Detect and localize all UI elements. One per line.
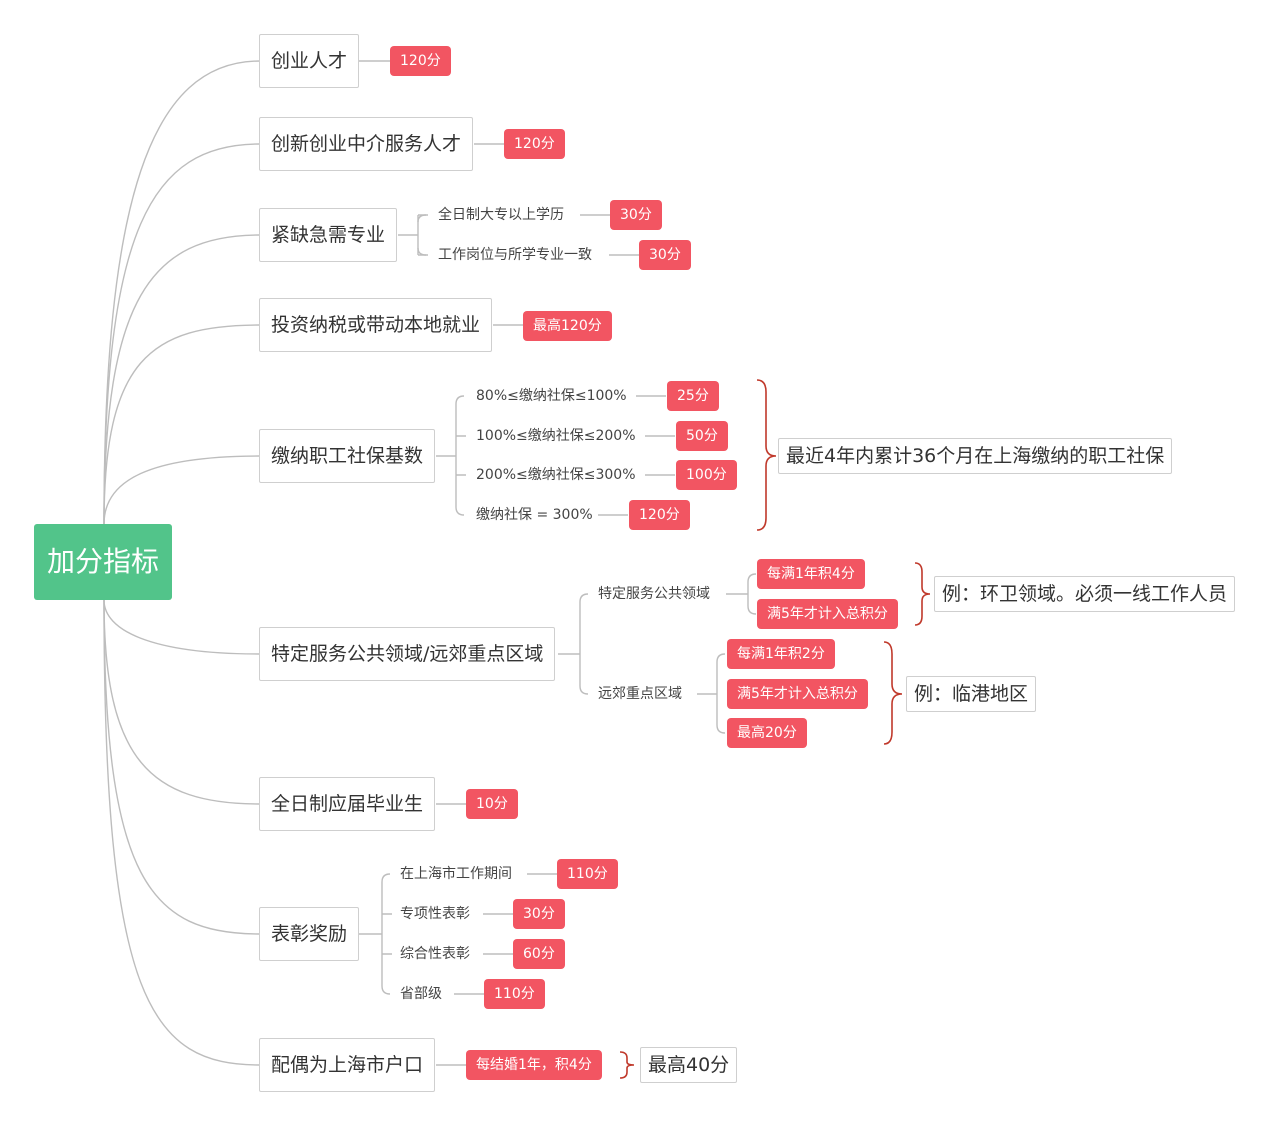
- note-social-security[interactable]: 最近4年内累计36个月在上海缴纳的职工社保: [778, 438, 1173, 474]
- score-tag-job-matches-major: 30分: [639, 240, 691, 270]
- item-ss-80-100[interactable]: 80%≤缴纳社保≤100%: [476, 388, 627, 404]
- score-tag-ss-100-200: 50分: [676, 421, 728, 451]
- note-public-field[interactable]: 例：环卫领域。必须一线工作人员: [934, 576, 1236, 612]
- connector-root-b7: [103, 599, 261, 805]
- score-tag-fulltime-college: 30分: [610, 200, 662, 230]
- score-tag-spouse-per-year: 每结婚1年，积4分: [466, 1050, 602, 1080]
- item-ss-200-300[interactable]: 200%≤缴纳社保≤300%: [476, 467, 636, 483]
- connector-root-b4: [103, 324, 261, 525]
- connector-root-b2: [103, 143, 261, 525]
- item-award-shanghai-work[interactable]: 在上海市工作期间: [400, 866, 512, 882]
- item-public-field[interactable]: 特定服务公共领域: [598, 586, 710, 602]
- branch-intermediary-talent[interactable]: 创新创业中介服务人才: [259, 117, 474, 171]
- branch-awards[interactable]: 表彰奖励: [259, 907, 360, 961]
- connector-root-b9: [103, 599, 261, 1066]
- score-tag-ss-200-300: 100分: [676, 460, 737, 490]
- item-award-comprehensive[interactable]: 综合性表彰: [400, 946, 470, 962]
- branch-social-security-base[interactable]: 缴纳职工社保基数: [259, 429, 436, 483]
- score-tag-suburb-max: 最高20分: [727, 718, 807, 748]
- note-suburb[interactable]: 例：临港地区: [906, 676, 1037, 712]
- score-tag-award-comprehensive: 60分: [513, 939, 565, 969]
- brace-spouse: [619, 1051, 635, 1079]
- score-tag-entrepreneur: 120分: [390, 46, 451, 76]
- brace-suburb: [883, 641, 903, 745]
- brace-social-security: [756, 379, 777, 531]
- score-tag-public-five-years: 满5年才计入总积分: [757, 599, 898, 629]
- branch-special-areas[interactable]: 特定服务公共领域/远郊重点区域: [259, 627, 556, 681]
- score-tag-award-shanghai-work: 110分: [557, 859, 618, 889]
- score-tag-investment-tax: 最高120分: [523, 311, 612, 341]
- branch-shortage-major[interactable]: 紧缺急需专业: [259, 208, 398, 262]
- branch-investment-tax[interactable]: 投资纳税或带动本地就业: [259, 298, 493, 352]
- score-tag-suburb-per-year: 每满1年积2分: [727, 639, 835, 669]
- score-tag-award-special: 30分: [513, 899, 565, 929]
- branch-entrepreneur-talent[interactable]: 创业人才: [259, 34, 360, 88]
- root-node[interactable]: 加分指标: [34, 524, 172, 600]
- connector-root-b5: [103, 455, 261, 525]
- score-tag-award-provincial: 110分: [484, 979, 545, 1009]
- connector-root-b1: [103, 60, 261, 525]
- branch-fresh-graduate[interactable]: 全日制应届毕业生: [259, 777, 436, 831]
- connector-root-b3: [103, 234, 261, 525]
- connector-root-b6: [103, 599, 261, 655]
- branch-spouse-hukou[interactable]: 配偶为上海市户口: [259, 1038, 436, 1092]
- score-tag-intermediary: 120分: [504, 129, 565, 159]
- score-tag-suburb-five-years: 满5年才计入总积分: [727, 679, 868, 709]
- item-suburb-area[interactable]: 远郊重点区域: [598, 686, 682, 702]
- item-fulltime-college[interactable]: 全日制大专以上学历: [438, 207, 564, 223]
- item-job-matches-major[interactable]: 工作岗位与所学专业一致: [438, 247, 592, 263]
- item-ss-100-200[interactable]: 100%≤缴纳社保≤200%: [476, 428, 636, 444]
- item-award-special[interactable]: 专项性表彰: [400, 906, 470, 922]
- item-award-provincial[interactable]: 省部级: [400, 986, 442, 1002]
- item-ss-300[interactable]: 缴纳社保 = 300%: [476, 507, 593, 523]
- brace-public-field: [914, 562, 931, 626]
- score-tag-ss-300: 120分: [629, 500, 690, 530]
- connector-root-b8: [103, 599, 261, 935]
- note-spouse-max[interactable]: 最高40分: [640, 1047, 738, 1083]
- score-tag-public-per-year: 每满1年积4分: [757, 559, 865, 589]
- score-tag-fresh-graduate: 10分: [466, 789, 518, 819]
- score-tag-ss-80-100: 25分: [667, 381, 719, 411]
